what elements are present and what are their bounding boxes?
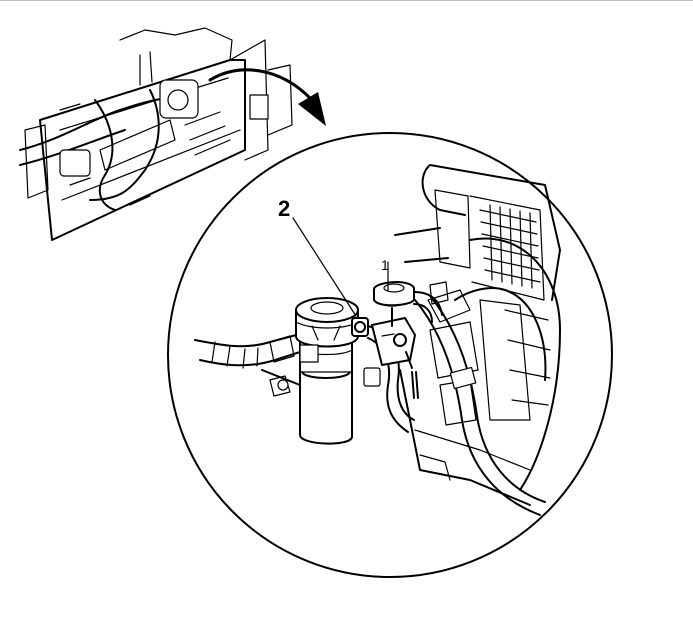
callout-1-label: 1 — [381, 257, 389, 273]
compressor-housing — [394, 164, 561, 506]
top-border-rule — [0, 0, 693, 1]
pressure-switch-connector — [373, 281, 449, 323]
inlet-hose — [194, 333, 301, 406]
accumulator-drier — [295, 297, 369, 445]
outlet-tube — [363, 305, 419, 433]
leader-lines — [292, 217, 389, 317]
callout-2-label: 2 — [278, 196, 290, 221]
refrigerant-line — [414, 295, 546, 516]
overview-inset — [19, 27, 293, 241]
zoom-arrow — [208, 68, 326, 126]
detail-view: 2 1 — [167, 132, 613, 578]
leader-line-2 — [292, 217, 357, 317]
